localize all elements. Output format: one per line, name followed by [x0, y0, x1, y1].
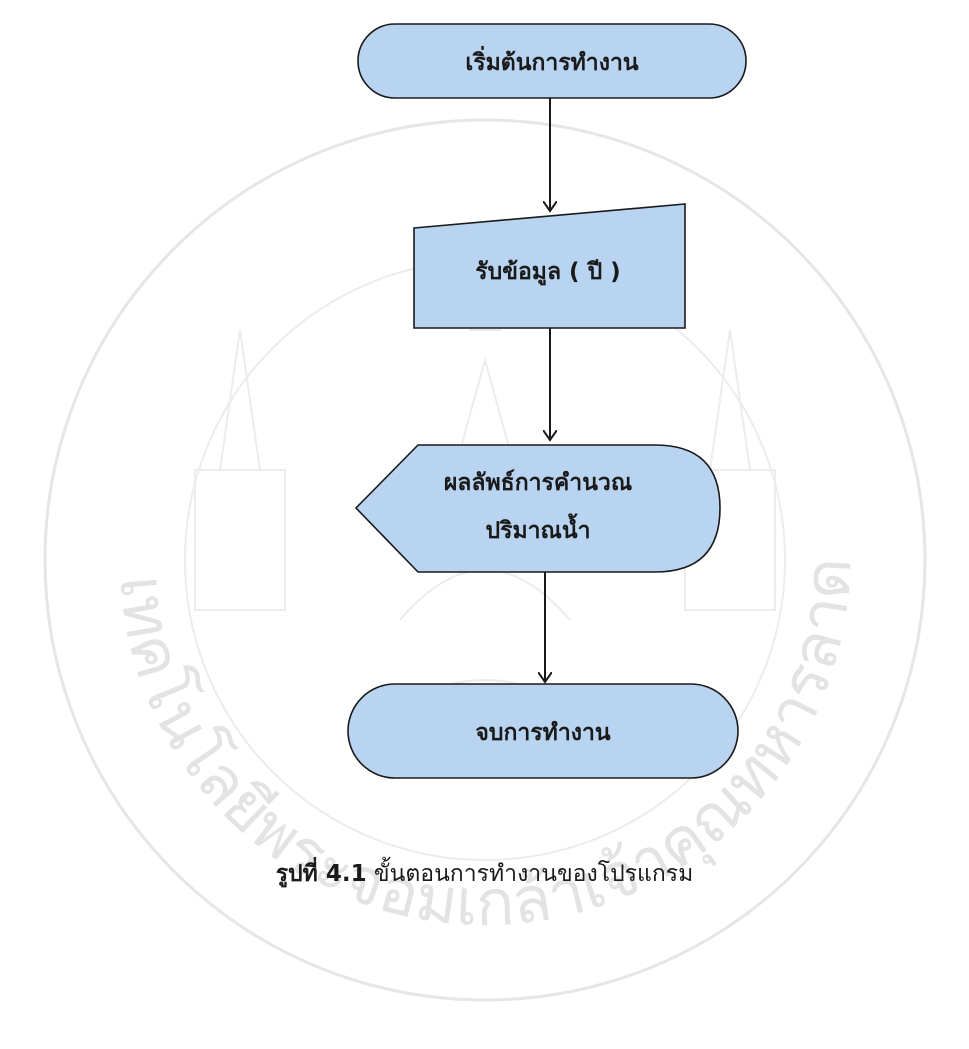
display-shape: ผลลัพธ์การคำนวณ ปริมาณน้ำ: [354, 444, 721, 573]
display-label-line1: ผลลัพธ์การคำนวณ: [444, 469, 632, 496]
end-terminator: จบการทำงาน: [347, 683, 739, 779]
input-label: รับข้อมูล ( ปี ): [475, 259, 620, 286]
caption-label: รูปที่ 4.1: [275, 861, 367, 887]
start-label: เริ่มต้นการทำงาน: [465, 45, 638, 76]
end-label: จบการทำงาน: [475, 720, 610, 746]
start-terminator: เริ่มต้นการทำงาน: [357, 23, 747, 99]
display-label-line2: ปริมาณน้ำ: [485, 513, 590, 544]
watermark-outer-ring: [43, 118, 927, 1002]
figure-caption: รูปที่ 4.1 ขั้นตอนการทำงานของโปรแกรม: [0, 856, 969, 892]
input-shape: รับข้อมูล ( ปี ): [413, 203, 686, 329]
caption-text: ขั้นตอนการทำงานของโปรแกรม: [373, 861, 694, 887]
